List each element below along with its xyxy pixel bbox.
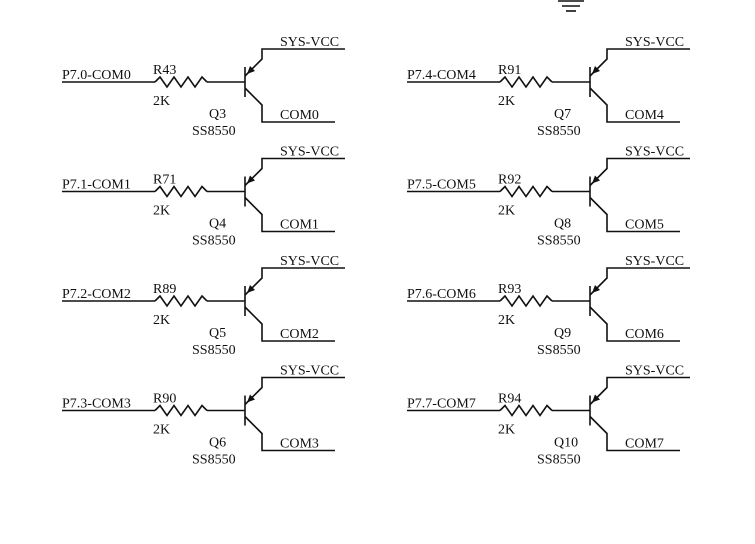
supply-net-label: SYS-VCC bbox=[280, 254, 339, 269]
resistor-designator: R89 bbox=[153, 282, 176, 297]
resistor-value: 2K bbox=[498, 204, 515, 219]
collector-wire bbox=[244, 415, 335, 452]
resistor-symbol bbox=[154, 294, 208, 308]
ground-symbol bbox=[558, 0, 584, 12]
transistor-designator: Q9 bbox=[554, 326, 571, 341]
transistor-part-number: SS8550 bbox=[537, 124, 581, 139]
pnp-arrow bbox=[592, 175, 600, 184]
resistor-designator: R94 bbox=[498, 392, 521, 407]
transistor-designator: Q6 bbox=[209, 436, 226, 451]
emitter-wire bbox=[589, 376, 690, 406]
output-net-label: COM4 bbox=[625, 108, 664, 123]
transistor-part-number: SS8550 bbox=[537, 453, 581, 468]
collector-wire bbox=[589, 196, 680, 233]
resistor-value: 2K bbox=[498, 94, 515, 109]
output-net-label: COM2 bbox=[280, 327, 319, 342]
transistor-designator: Q10 bbox=[554, 436, 578, 451]
resistor-symbol bbox=[499, 404, 553, 417]
output-net-label: COM7 bbox=[625, 437, 664, 452]
input-net-label: P7.4-COM4 bbox=[407, 68, 476, 83]
collector-wire bbox=[244, 196, 335, 233]
transistor-designator: Q3 bbox=[209, 107, 226, 122]
output-net-label: COM0 bbox=[280, 108, 319, 123]
supply-net-label: SYS-VCC bbox=[625, 35, 684, 50]
transistor-part-number: SS8550 bbox=[192, 234, 236, 249]
pnp-arrow bbox=[592, 285, 600, 293]
resistor-designator: R91 bbox=[498, 63, 521, 78]
transistor-designator: Q7 bbox=[554, 107, 571, 122]
pnp-arrow bbox=[592, 394, 600, 403]
transistor-part-number: SS8550 bbox=[192, 453, 236, 468]
pnp-arrow bbox=[247, 394, 255, 403]
output-net-label: COM5 bbox=[625, 218, 664, 233]
resistor-value: 2K bbox=[498, 423, 515, 438]
transistor-designator: Q4 bbox=[209, 217, 226, 232]
resistor-symbol bbox=[499, 294, 553, 308]
pnp-arrow bbox=[247, 175, 255, 184]
emitter-wire bbox=[589, 157, 690, 187]
collector-wire bbox=[244, 306, 335, 342]
transistor-part-number: SS8550 bbox=[537, 234, 581, 249]
resistor-symbol bbox=[154, 404, 208, 417]
pnp-arrow bbox=[592, 66, 600, 74]
output-net-label: COM6 bbox=[625, 327, 664, 342]
resistor-value: 2K bbox=[153, 313, 170, 328]
supply-net-label: SYS-VCC bbox=[625, 145, 684, 160]
emitter-wire bbox=[589, 267, 690, 296]
input-net-label: P7.1-COM1 bbox=[62, 178, 131, 193]
emitter-wire bbox=[589, 48, 690, 77]
supply-net-label: SYS-VCC bbox=[625, 364, 684, 379]
pnp-arrow bbox=[247, 66, 255, 74]
resistor-value: 2K bbox=[153, 423, 170, 438]
resistor-designator: R93 bbox=[498, 282, 521, 297]
emitter-wire bbox=[244, 267, 345, 296]
emitter-wire bbox=[244, 157, 345, 187]
collector-wire bbox=[589, 87, 680, 123]
resistor-symbol bbox=[154, 75, 208, 89]
supply-net-label: SYS-VCC bbox=[280, 145, 339, 160]
input-net-label: P7.3-COM3 bbox=[62, 397, 131, 412]
resistor-value: 2K bbox=[498, 313, 515, 328]
input-net-label: P7.6-COM6 bbox=[407, 287, 476, 302]
resistor-designator: R43 bbox=[153, 63, 176, 78]
transistor-designator: Q8 bbox=[554, 217, 571, 232]
input-net-label: P7.2-COM2 bbox=[62, 287, 131, 302]
transistor-part-number: SS8550 bbox=[192, 124, 236, 139]
output-net-label: COM3 bbox=[280, 437, 319, 452]
collector-wire bbox=[244, 87, 335, 123]
collector-wire bbox=[589, 415, 680, 452]
transistor-part-number: SS8550 bbox=[537, 343, 581, 358]
input-net-label: P7.0-COM0 bbox=[62, 68, 131, 83]
supply-net-label: SYS-VCC bbox=[280, 35, 339, 50]
resistor-designator: R71 bbox=[153, 173, 176, 188]
output-net-label: COM1 bbox=[280, 218, 319, 233]
supply-net-label: SYS-VCC bbox=[625, 254, 684, 269]
input-net-label: P7.7-COM7 bbox=[407, 397, 476, 412]
pnp-arrow bbox=[247, 285, 255, 293]
supply-net-label: SYS-VCC bbox=[280, 364, 339, 379]
resistor-value: 2K bbox=[153, 94, 170, 109]
transistor-designator: Q5 bbox=[209, 326, 226, 341]
emitter-wire bbox=[244, 376, 345, 406]
resistor-symbol bbox=[499, 75, 553, 89]
resistor-designator: R92 bbox=[498, 173, 521, 188]
resistor-designator: R90 bbox=[153, 392, 176, 407]
emitter-wire bbox=[244, 48, 345, 77]
input-net-label: P7.5-COM5 bbox=[407, 178, 476, 193]
resistor-symbol bbox=[499, 185, 553, 198]
resistor-value: 2K bbox=[153, 204, 170, 219]
resistor-symbol bbox=[154, 185, 208, 198]
transistor-part-number: SS8550 bbox=[192, 343, 236, 358]
collector-wire bbox=[589, 306, 680, 342]
